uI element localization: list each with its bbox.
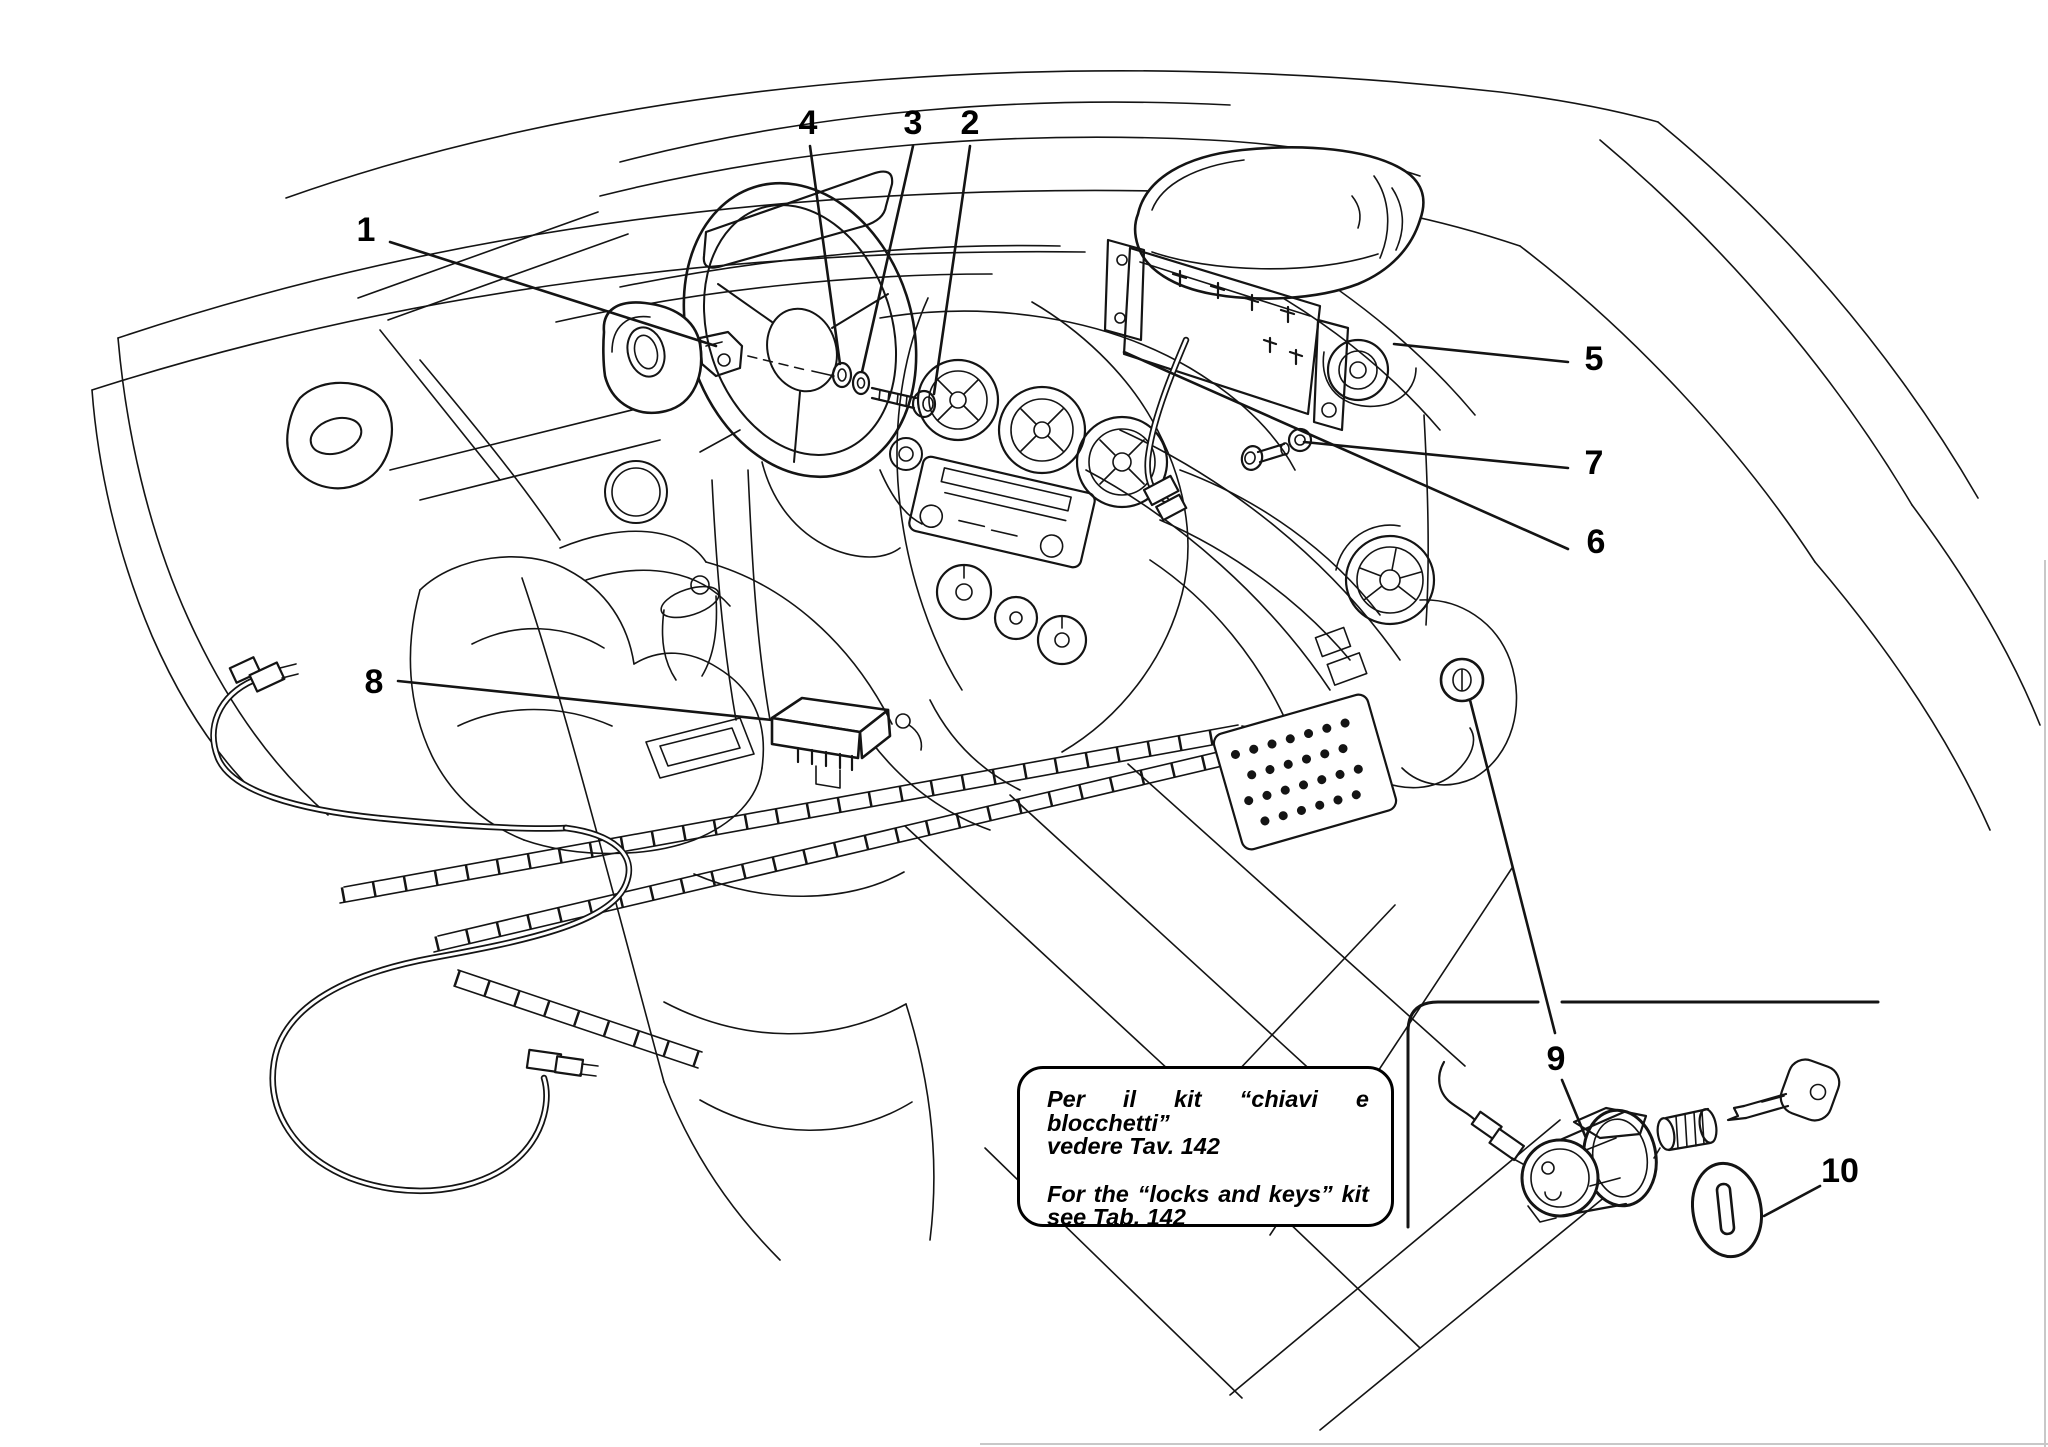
airbag-emblem bbox=[626, 326, 666, 378]
leader-line-1 bbox=[388, 240, 718, 348]
leader-line-5 bbox=[1392, 342, 1570, 364]
leader-line-2 bbox=[932, 144, 972, 396]
leader-lines bbox=[388, 144, 1822, 1218]
note-line-italian-1: Per il kit “chiavi e blocchetti” bbox=[1047, 1086, 1369, 1136]
gear-shifter bbox=[660, 575, 720, 681]
steering-wheel bbox=[682, 181, 923, 558]
radio-unit bbox=[908, 455, 1096, 569]
airbag-bracket-left bbox=[1103, 238, 1146, 342]
note-box: Per il kit “chiavi e blocchetti” vedere … bbox=[1017, 1066, 1394, 1230]
driver-airbag-module bbox=[602, 301, 835, 415]
passenger-airbag-fasteners bbox=[1240, 427, 1313, 471]
harness-connector-right bbox=[525, 1048, 599, 1077]
side-vent bbox=[1335, 524, 1436, 626]
dashboard-center-stack bbox=[711, 297, 1189, 831]
callout-10: 10 bbox=[1821, 1152, 1859, 1190]
door-panel bbox=[286, 381, 668, 524]
callout-labels: 1 2 3 4 5 6 7 8 9 10 bbox=[357, 104, 1859, 1190]
note-line-italian-2: vedere Tav. 142 bbox=[1047, 1133, 1220, 1159]
passenger-airbag-module bbox=[1103, 146, 1425, 522]
callout-1: 1 bbox=[357, 211, 376, 249]
note-line-english-1: For the “locks and keys” kit bbox=[1047, 1180, 1369, 1207]
footrest-plate bbox=[1212, 693, 1398, 851]
door-speaker bbox=[604, 460, 668, 524]
airbag-bracket-right bbox=[1312, 318, 1350, 432]
leader-line-6 bbox=[1122, 350, 1570, 551]
leader-line-9 bbox=[1560, 1078, 1588, 1140]
airbag-ecu-module bbox=[770, 696, 923, 789]
key bbox=[1726, 1058, 1841, 1122]
door-pull-opening bbox=[309, 416, 363, 456]
dashboard-right-side bbox=[1149, 524, 1518, 786]
washer-3 bbox=[851, 370, 871, 396]
center-vent-middle bbox=[997, 385, 1087, 475]
ecu-grommet bbox=[895, 713, 911, 729]
callout-5: 5 bbox=[1585, 340, 1604, 378]
scan-edges bbox=[980, 560, 2048, 1447]
ignition-lock-ring bbox=[889, 437, 923, 471]
leader-line-4 bbox=[808, 144, 842, 366]
leader-line-3 bbox=[860, 144, 915, 374]
harness-connector-left bbox=[228, 656, 299, 693]
callout-2: 2 bbox=[961, 104, 980, 142]
passenger-seat bbox=[521, 530, 935, 1261]
note-line-english-2: see Tab. 142 bbox=[1047, 1204, 1186, 1230]
callout-9: 9 bbox=[1547, 1040, 1566, 1078]
wiring-harness bbox=[210, 656, 633, 1195]
inset-panel bbox=[1406, 1000, 1880, 1259]
leader-line-7 bbox=[1302, 440, 1570, 470]
leader-line-lock-inset bbox=[1468, 698, 1557, 1035]
airbag-cable bbox=[1142, 336, 1190, 522]
center-vent-right bbox=[1075, 415, 1169, 509]
inset-border bbox=[1406, 1000, 1880, 1229]
leader-line-10 bbox=[1762, 1184, 1822, 1218]
door-lock-assembly bbox=[1520, 1106, 1658, 1223]
callout-8: 8 bbox=[365, 663, 384, 701]
driver-seat bbox=[409, 556, 765, 855]
lock-cover-cap bbox=[1691, 1161, 1763, 1259]
lock-barrel bbox=[1653, 1107, 1718, 1159]
center-vent-left bbox=[916, 358, 1000, 442]
lock-wire bbox=[1438, 1060, 1531, 1169]
washer-4 bbox=[831, 361, 853, 389]
rearview-mirror bbox=[702, 170, 894, 269]
callout-4: 4 bbox=[799, 104, 818, 142]
airbag-mounting-plate bbox=[1122, 246, 1322, 416]
screw-2 bbox=[870, 386, 937, 419]
door-lock-location bbox=[1439, 657, 1485, 703]
console-plate bbox=[645, 717, 755, 779]
leader-line-8 bbox=[396, 679, 774, 722]
callout-6: 6 bbox=[1587, 523, 1606, 561]
inflator-housing bbox=[1322, 338, 1417, 408]
seats bbox=[409, 530, 935, 1261]
callout-3: 3 bbox=[904, 104, 923, 142]
climate-controls bbox=[935, 563, 1088, 666]
callout-7: 7 bbox=[1585, 444, 1604, 482]
